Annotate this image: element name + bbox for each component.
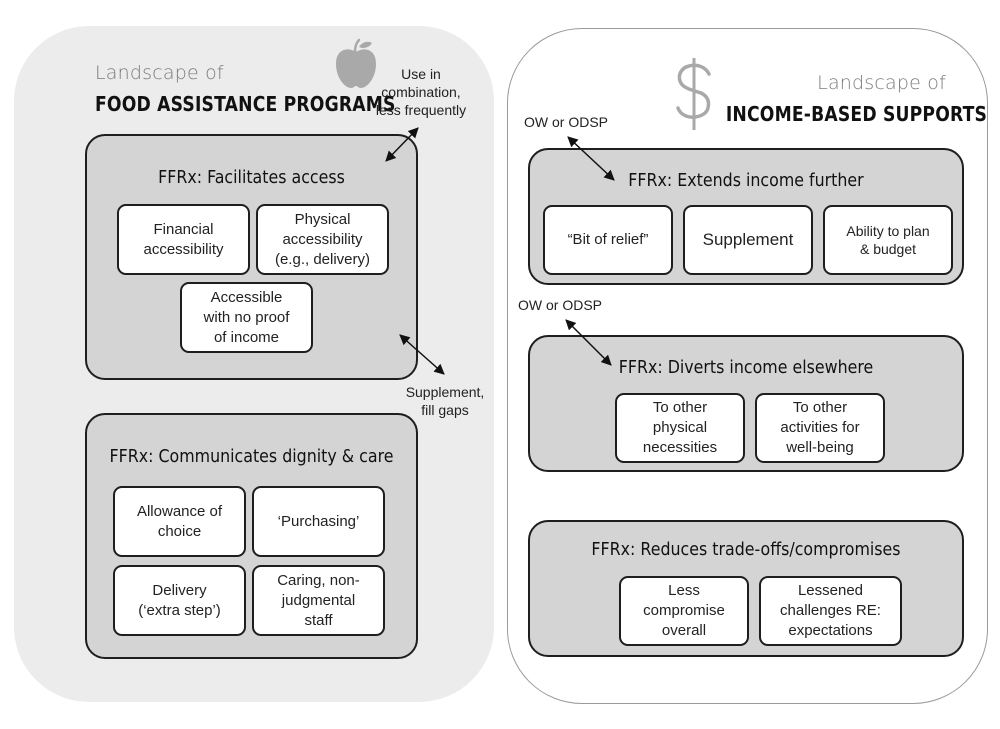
arrow-supplement-fill-gaps (399, 334, 445, 375)
food-landscape-title: FOOD ASSISTANCE PROGRAMS (95, 92, 396, 116)
card-other-activities-well-being: To other activities for well-being (755, 393, 885, 463)
food-landscape-prefix: Landscape of (95, 62, 224, 84)
card-purchasing: ‘Purchasing’ (252, 486, 385, 557)
section-title-extends-income: FFRx: Extends income further (628, 170, 864, 191)
section-title-facilitates-access: FFRx: Facilitates access (158, 167, 345, 188)
card-caring-staff: Caring, non- judgmental staff (252, 565, 385, 636)
card-physical-accessibility: Physical accessibility (e.g., delivery) (256, 204, 389, 275)
arrow-ow-odsp-middle (565, 319, 612, 366)
card-supplement: Supplement (683, 205, 813, 275)
card-other-physical-necessities: To other physical necessities (615, 393, 745, 463)
card-less-compromise: Less compromise overall (619, 576, 749, 646)
income-landscape-title: INCOME-BASED SUPPORTS (725, 102, 988, 126)
card-delivery-extra-step: Delivery (‘extra step’) (113, 565, 246, 636)
card-bit-of-relief: “Bit of relief” (543, 205, 673, 275)
note-ow-odsp-middle: OW or ODSP (518, 297, 603, 313)
card-financial-accessibility: Financial accessibility (117, 204, 250, 275)
arrow-use-in-combination (385, 127, 419, 162)
card-lessened-challenges: Lessened challenges RE: expectations (759, 576, 902, 646)
card-plan-and-budget: Ability to plan & budget (823, 205, 953, 275)
note-use-in-combination: Use in combination, less frequently (375, 66, 467, 118)
dollar-sign-icon (676, 58, 711, 130)
note-supplement-fill-gaps: Supplement, fill gaps (405, 384, 485, 418)
income-landscape-prefix: Landscape of (817, 72, 946, 94)
section-title-diverts-income: FFRx: Diverts income elsewhere (618, 357, 874, 378)
arrow-ow-odsp-top (567, 136, 615, 181)
apple-icon (336, 38, 376, 88)
card-allowance-of-choice: Allowance of choice (113, 486, 246, 557)
note-ow-odsp-top: OW or ODSP (524, 114, 609, 130)
section-title-reduces-tradeoffs: FFRx: Reduces trade-offs/compromises (591, 539, 901, 560)
section-title-dignity-care: FFRx: Communicates dignity & care (109, 446, 394, 467)
card-no-proof-of-income: Accessible with no proof of income (180, 282, 313, 353)
